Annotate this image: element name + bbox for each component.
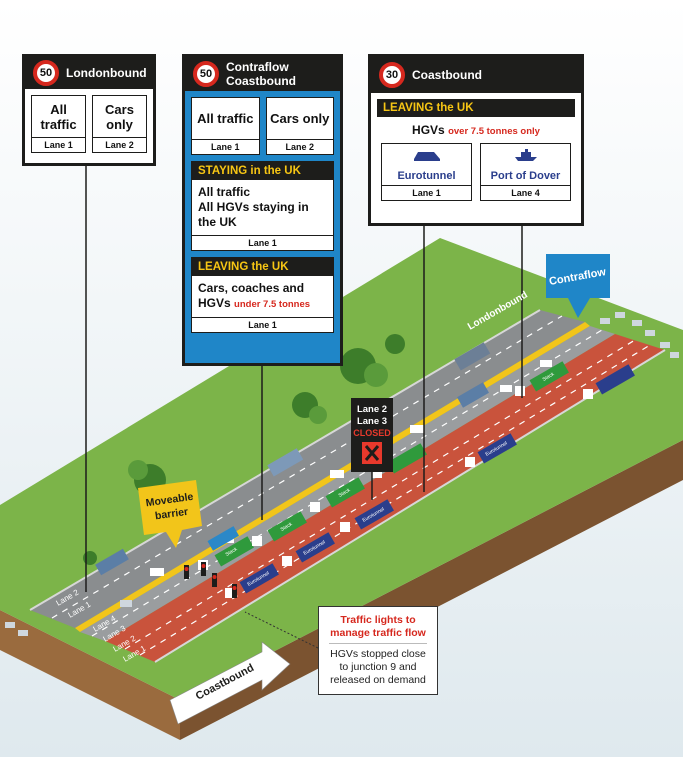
destination-name: Port of Dover <box>490 169 561 182</box>
lane-number: Lane 2 <box>266 139 333 154</box>
lorry-label: Stack <box>280 521 294 533</box>
section-line: All traffic <box>198 185 251 199</box>
traffic-lights-callout: Traffic lights to manage traffic flow HG… <box>318 606 438 695</box>
lorry-label: Stack <box>338 487 352 499</box>
hgv-restriction: HGVs over 7.5 tonnes only <box>377 117 575 141</box>
lane-number: Lane 1 <box>382 185 471 200</box>
sign-poles <box>85 160 523 592</box>
lane-number: Lane 1 <box>32 137 85 152</box>
speed-limit-icon: 30 <box>379 62 405 88</box>
lane-panel: Cars only Lane 2 <box>92 95 147 153</box>
hgv-text: HGVs <box>412 123 445 137</box>
earth-side <box>0 610 180 740</box>
sign-title: Londonbound <box>66 66 147 80</box>
lane-closed-sign: Lane 2 Lane 3 CLOSED <box>351 398 393 472</box>
leaving-section: LEAVING the UK Cars, coaches and HGVs un… <box>191 257 334 333</box>
lane-text: All traffic <box>40 101 77 132</box>
closed-line-2: Lane 3 <box>357 416 387 427</box>
section-body: All traffic All HGVs staying in the UK <box>192 180 333 235</box>
closed-line-1: Lane 2 <box>357 404 387 415</box>
lane-number: Lane 1 <box>192 139 259 154</box>
destination-name: Eurotunnel <box>397 169 456 182</box>
contraflow-lanes <box>80 326 615 641</box>
contraflow-tag: Contraflow <box>546 254 610 318</box>
sign-header: 50 Londonbound <box>25 57 153 89</box>
lorry-label: Stack <box>542 371 556 383</box>
lorry-label: Stack <box>225 546 239 558</box>
lane-text: All traffic <box>197 111 254 126</box>
lane-panel: All traffic Lane 1 <box>191 97 260 155</box>
sign-contraflow: 50 Contraflow Coastbound All traffic Lan… <box>182 54 343 366</box>
section-header: LEAVING the UK <box>377 99 575 117</box>
near-crash-barrier <box>154 349 666 663</box>
section-header: STAYING in the UK <box>192 162 333 180</box>
lane-number: Lane 2 <box>93 137 146 152</box>
section-line: HGVs under 7.5 tonnes <box>198 296 327 312</box>
green-lorries <box>207 361 569 567</box>
moveable-barrier-label-2: barrier <box>154 506 189 523</box>
sign-title: Contraflow Coastbound <box>226 60 296 88</box>
section-line: Cars, coaches and <box>198 281 305 295</box>
section-lane: Lane 1 <box>192 317 333 332</box>
callout-leader <box>244 611 319 649</box>
destination-panels: Eurotunnel Lane 1 Port of Dover Lane 4 <box>377 141 575 201</box>
title-line-1: Contraflow <box>226 60 289 74</box>
destination-panel: Eurotunnel Lane 1 <box>381 143 472 201</box>
lane-markings <box>51 315 651 656</box>
distant-vehicles <box>5 312 679 636</box>
speed-limit-icon: 50 <box>33 60 59 86</box>
earth-front <box>180 440 683 740</box>
section-header: LEAVING the UK <box>192 258 333 276</box>
coast-leaving-section: LEAVING the UK HGVs over 7.5 tonnes only… <box>377 99 575 201</box>
title-line-2: Coastbound <box>226 74 296 88</box>
callout-heading: Traffic lights to manage traffic flow <box>330 614 426 639</box>
lane-panels: All traffic Lane 1 Cars only Lane 2 <box>25 89 153 159</box>
callout-body: HGVs stopped close to junction 9 and rel… <box>330 648 426 686</box>
lane-panel: Cars only Lane 2 <box>265 97 334 155</box>
traffic-lights <box>184 562 237 598</box>
lane-number: Lane 4 <box>481 185 570 200</box>
navy-lorries <box>239 364 635 594</box>
closed-word: CLOSED <box>353 428 391 438</box>
speed-limit-icon: 50 <box>193 61 219 87</box>
lane-text: Cars only <box>270 111 330 126</box>
sign-londonbound: 50 Londonbound All traffic Lane 1 Cars o… <box>22 54 156 166</box>
sign-header: 50 Contraflow Coastbound <box>185 57 340 91</box>
cross-icon <box>364 445 380 461</box>
moveable-barrier-tag: Moveable barrier <box>138 480 202 548</box>
ship-icon <box>481 144 570 167</box>
lane-panel: All traffic Lane 1 <box>31 95 86 153</box>
callout-divider <box>329 643 427 644</box>
trees <box>83 334 405 565</box>
sign-header: 30 Coastbound <box>371 57 581 93</box>
section-body: Cars, coaches and HGVs under 7.5 tonnes <box>192 276 333 317</box>
lane-text: Cars only <box>105 101 134 132</box>
train-icon <box>382 144 471 167</box>
sign-coastbound: 30 Coastbound LEAVING the UK HGVs over 7… <box>368 54 584 226</box>
section-lane: Lane 1 <box>192 235 333 250</box>
weight-limit-text: over 7.5 tonnes only <box>448 126 540 137</box>
section-line: All HGVs staying in the UK <box>198 200 309 229</box>
hgv-text: HGVs <box>198 296 231 310</box>
destination-panel: Port of Dover Lane 4 <box>480 143 571 201</box>
weight-limit-text: under 7.5 tonnes <box>234 299 311 310</box>
staying-section: STAYING in the UK All traffic All HGVs s… <box>191 161 334 251</box>
lane-panels: All traffic Lane 1 Cars only Lane 2 <box>185 91 340 161</box>
sign-title: Coastbound <box>412 68 482 82</box>
